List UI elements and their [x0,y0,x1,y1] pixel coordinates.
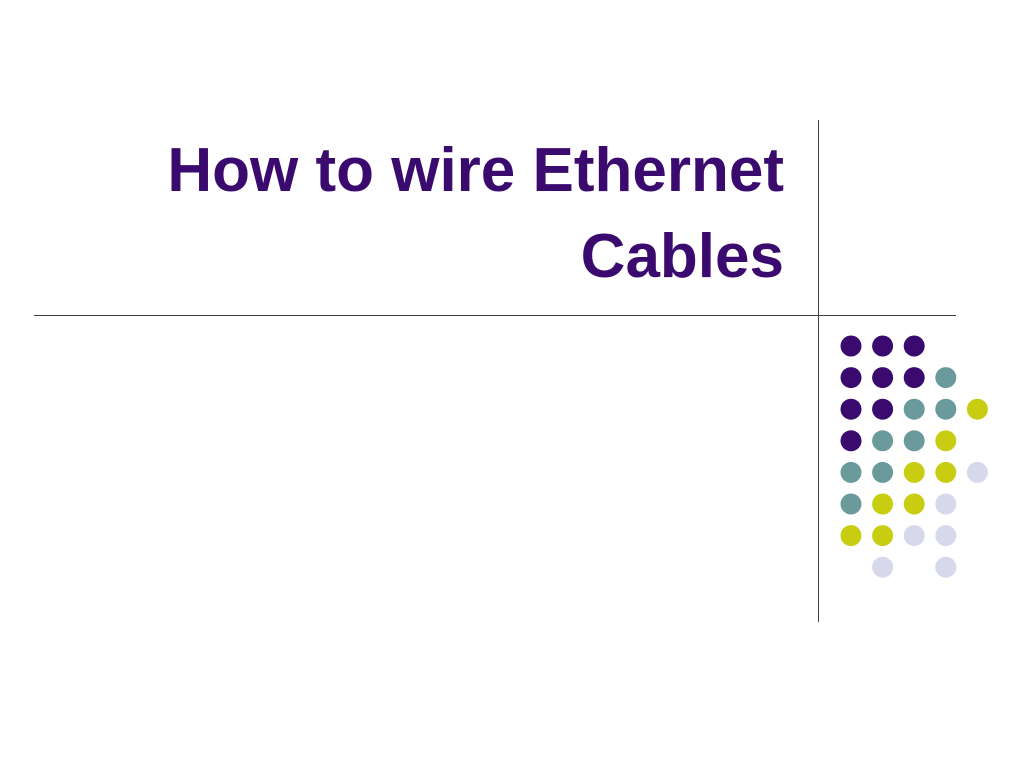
decorative-dot [935,367,957,389]
decorative-dot [935,525,957,547]
slide-title-line-1: How to wire Ethernet [167,136,784,205]
decorative-dot [935,430,957,452]
decorative-dot [872,335,894,357]
decorative-dot [903,461,925,483]
decorative-dot [935,461,957,483]
decorative-dot [840,367,862,389]
decorative-dot [872,398,894,420]
decorative-dot [872,525,894,547]
decorative-dot [966,461,988,483]
horizontal-divider [34,315,956,316]
decorative-dot [903,493,925,515]
decorative-dot [872,367,894,389]
decorative-dot [903,525,925,547]
decorative-dot [935,493,957,515]
decorative-dot [872,461,894,483]
decorative-dot [840,493,862,515]
decorative-dot [903,335,925,357]
slide-title: How to wire Ethernet Cables [60,128,784,300]
decorative-dot [903,367,925,389]
decorative-dot [903,430,925,452]
decorative-dot [840,525,862,547]
decorative-dot [935,556,957,578]
decorative-dot [840,398,862,420]
decorative-dot [872,430,894,452]
decorative-dot [840,335,862,357]
decorative-dot [872,556,894,578]
decorative-dot [872,493,894,515]
decorative-dot [966,398,988,420]
decorative-dot [840,430,862,452]
decorative-dot [903,398,925,420]
decorative-dot [935,398,957,420]
decorative-dot [840,461,862,483]
slide-title-line-2: Cables [580,222,784,291]
vertical-divider [818,120,819,622]
